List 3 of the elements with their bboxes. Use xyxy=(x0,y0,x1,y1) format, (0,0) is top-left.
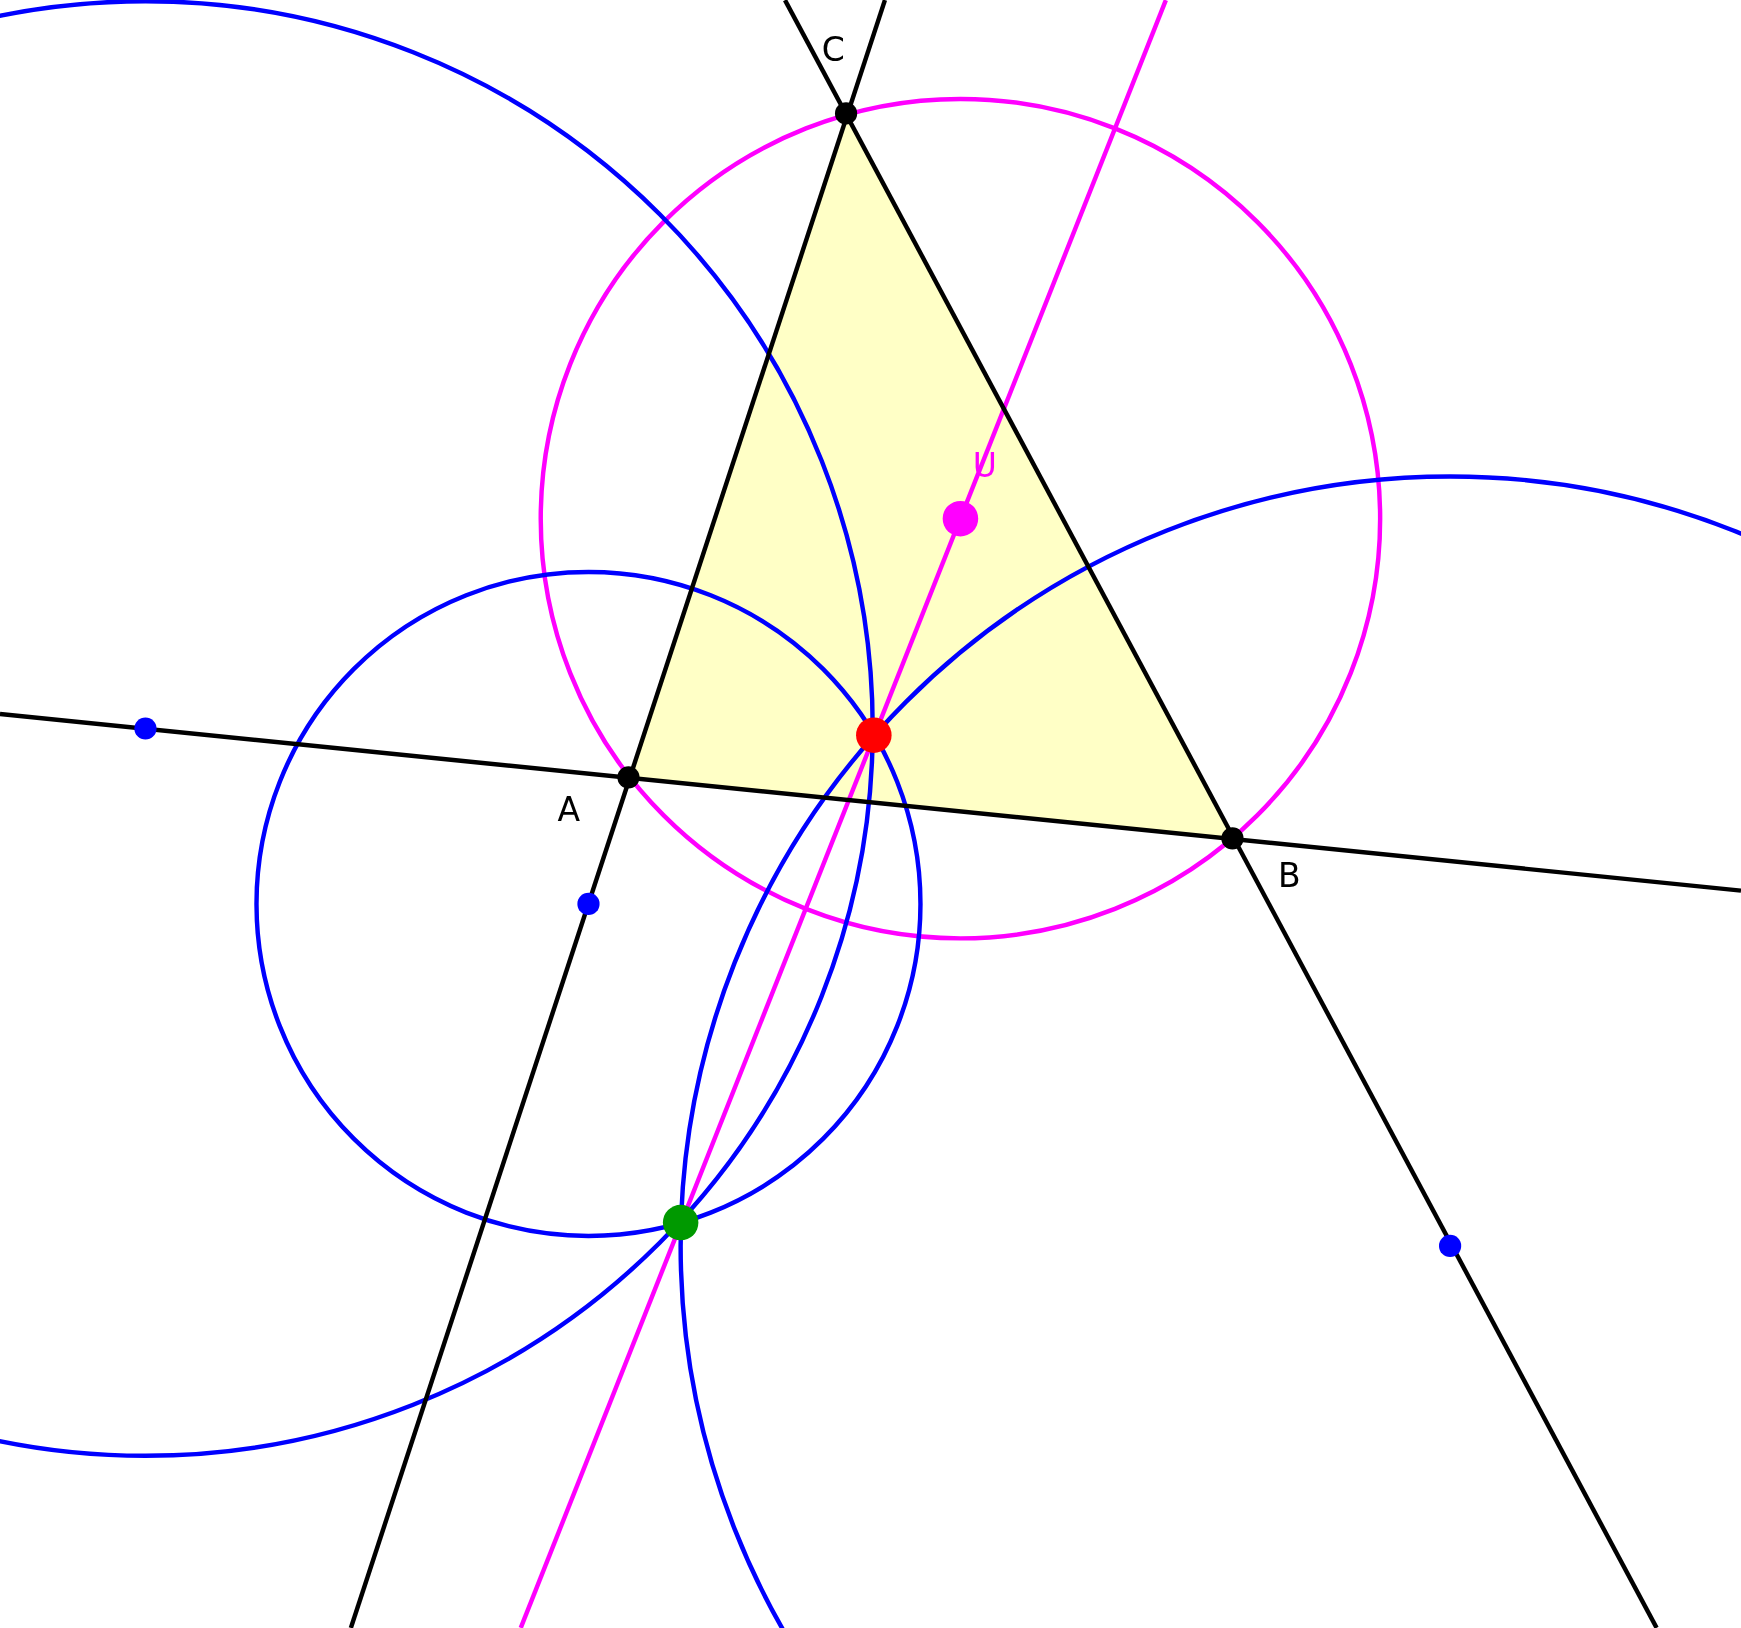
point-label: A xyxy=(557,792,580,826)
point-label: B xyxy=(1278,859,1301,893)
point-label: C xyxy=(821,33,845,67)
